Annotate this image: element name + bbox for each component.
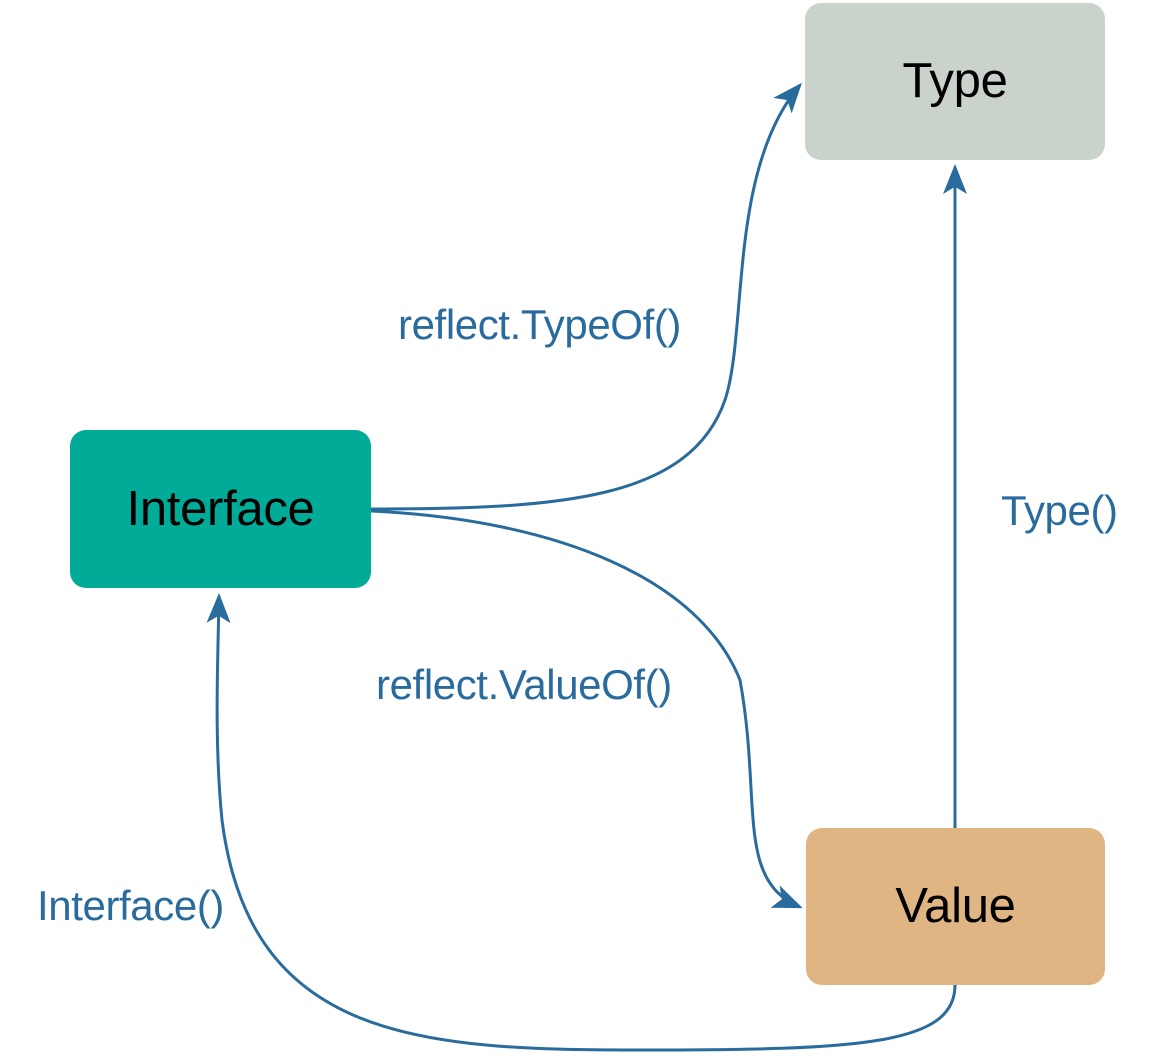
edge-label-interface-method: Interface()	[37, 882, 224, 929]
edge-interface-method-path	[206, 593, 957, 1052]
edge-valueof-path	[370, 509, 803, 909]
node-interface[interactable]: Interface	[70, 430, 371, 588]
edge-label-valueof: reflect.ValueOf()	[376, 661, 672, 708]
edge-label-type-method: Type()	[1001, 487, 1118, 534]
edge-typeof-path	[370, 82, 802, 511]
node-type[interactable]: Type	[805, 3, 1105, 160]
edge-label-typeof: reflect.TypeOf()	[398, 301, 682, 348]
node-value[interactable]: Value	[806, 828, 1105, 985]
